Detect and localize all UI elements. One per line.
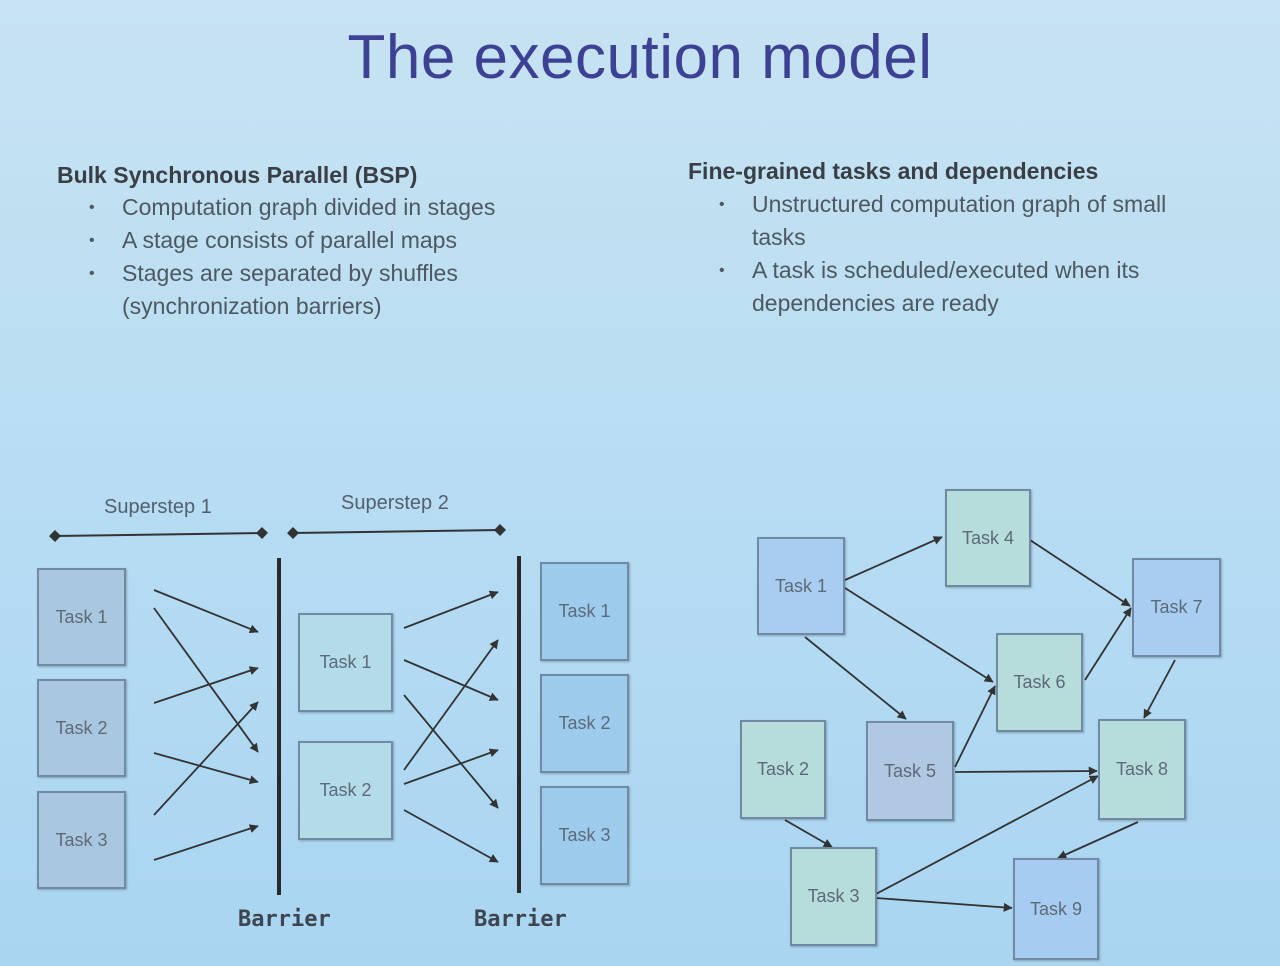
bsp-stage-1-task-2: Task 2 (37, 679, 126, 777)
bsp-stage-3-task-2: Task 2 (540, 674, 629, 773)
bsp-bullets: Computation graph divided in stages A st… (89, 191, 642, 323)
dag-task-1: Task 1 (757, 537, 845, 635)
superstep-2-label: Superstep 2 (341, 492, 449, 514)
bsp-stage-2-task-2: Task 2 (298, 741, 393, 840)
bsp-stage-2-task-1: Task 1 (298, 613, 393, 712)
dag-task-5: Task 5 (866, 721, 954, 821)
bsp-heading: Bulk Synchronous Parallel (BSP) (57, 162, 418, 188)
dag-task-8: Task 8 (1098, 719, 1186, 820)
barrier-label-2: Barrier (474, 907, 567, 932)
barrier-label-1: Barrier (238, 907, 331, 932)
dag-task-6: Task 6 (996, 633, 1083, 732)
bsp-bullet-2: A stage consists of parallel maps (89, 224, 642, 257)
fine-grained-heading: Fine-grained tasks and dependencies (688, 158, 1099, 184)
fine-grained-bullet-1: Unstructured computation graph of small … (719, 188, 1252, 254)
bsp-stage-1-task-3: Task 3 (37, 791, 126, 889)
dag-task-2: Task 2 (740, 720, 826, 819)
bsp-stage-1-task-1: Task 1 (37, 568, 126, 666)
fine-grained-bullet-2: A task is scheduled/executed when its de… (719, 254, 1252, 320)
bsp-stage-3-task-1: Task 1 (540, 562, 629, 661)
stage-1-arrows (153, 589, 259, 861)
dag-task-7: Task 7 (1132, 558, 1221, 657)
superstep-1-span (49, 527, 268, 542)
bsp-bullet-3: Stages are separated by shuffles (synchr… (89, 257, 642, 323)
bsp-stage-3-task-3: Task 3 (540, 786, 629, 885)
bsp-bullet-1: Computation graph divided in stages (89, 191, 642, 224)
dag-arrows (784, 536, 1176, 912)
slide-title: The execution model (347, 23, 933, 92)
dag-task-9: Task 9 (1013, 858, 1099, 960)
superstep-2-span (287, 524, 506, 539)
fine-grained-bullets: Unstructured computation graph of small … (719, 188, 1252, 320)
dag-task-3: Task 3 (790, 847, 877, 946)
superstep-1-label: Superstep 1 (104, 496, 212, 518)
dag-task-4: Task 4 (945, 489, 1031, 587)
stage-2-arrows (403, 590, 499, 863)
